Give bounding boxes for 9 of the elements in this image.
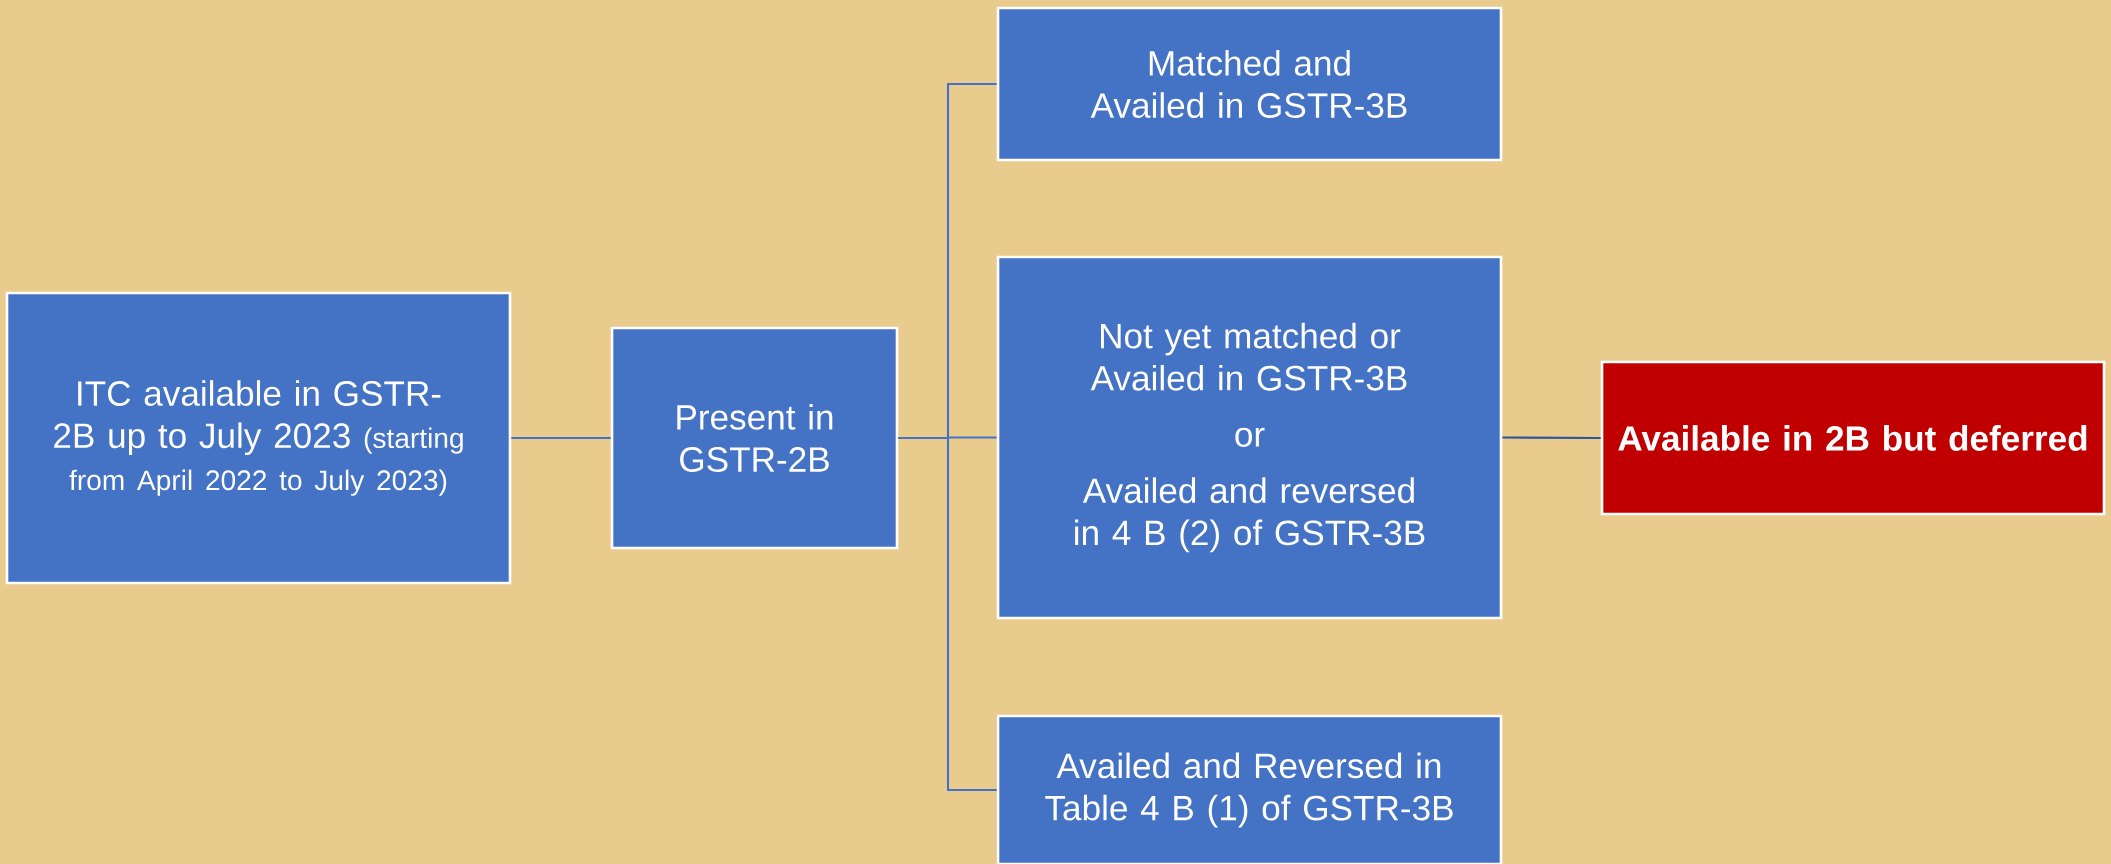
highlight-box: Available in 2B but deferred — [1600, 360, 2106, 516]
process-box: ITC available in GSTR-2B up to July 2023 (starting from April 2022 to July 2023) — [5, 291, 512, 585]
connector-line — [898, 436, 997, 792]
process-box: Present in GSTR-2B — [610, 326, 899, 550]
connector-line — [1502, 436, 1601, 440]
process-box: Matched and Availed in GSTR-3B — [996, 6, 1503, 162]
process-box: Not yet matched or Availed in GSTR-3B or Availed and reversed in 4 B (2) of GSTR-3B — [996, 255, 1503, 620]
process-box: Availed and Reversed in Table 4 B (1) of GSTR-3B — [996, 714, 1503, 864]
connector-line — [511, 436, 611, 440]
